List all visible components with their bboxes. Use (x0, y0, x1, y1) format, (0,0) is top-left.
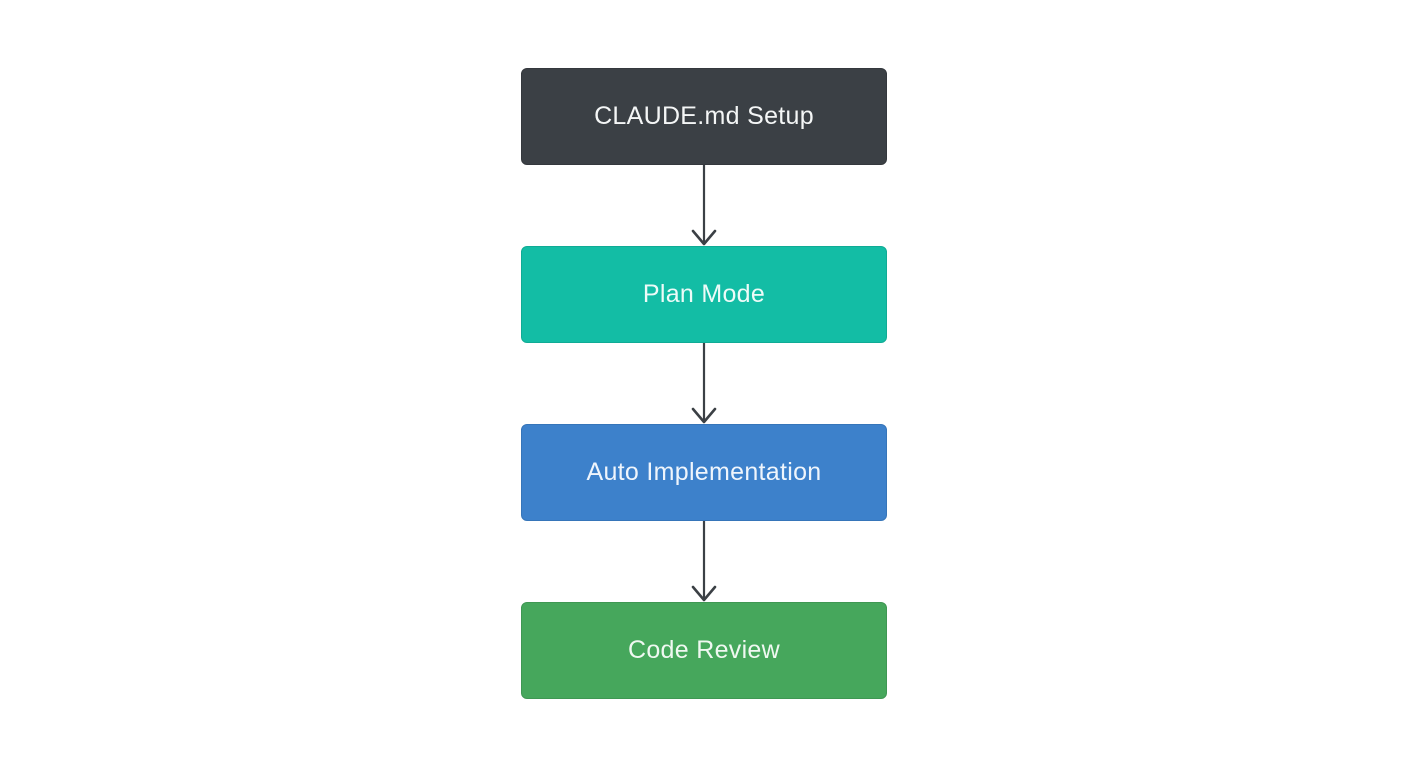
arrow-down-icon (691, 343, 717, 424)
node-claude-md-setup: CLAUDE.md Setup (521, 68, 887, 165)
node-auto-implementation-label: Auto Implementation (586, 458, 822, 486)
arrow-down-icon (691, 521, 717, 602)
node-plan-mode-label: Plan Mode (642, 280, 766, 308)
flowchart: CLAUDE.md Setup Plan Mode Auto Implement… (521, 68, 887, 699)
node-code-review: Code Review (521, 602, 887, 699)
arrow-down-icon (691, 165, 717, 246)
node-auto-implementation: Auto Implementation (521, 424, 887, 521)
node-code-review-label: Code Review (628, 636, 780, 664)
node-plan-mode: Plan Mode (521, 246, 887, 343)
node-claude-md-setup-label: CLAUDE.md Setup (594, 102, 814, 130)
